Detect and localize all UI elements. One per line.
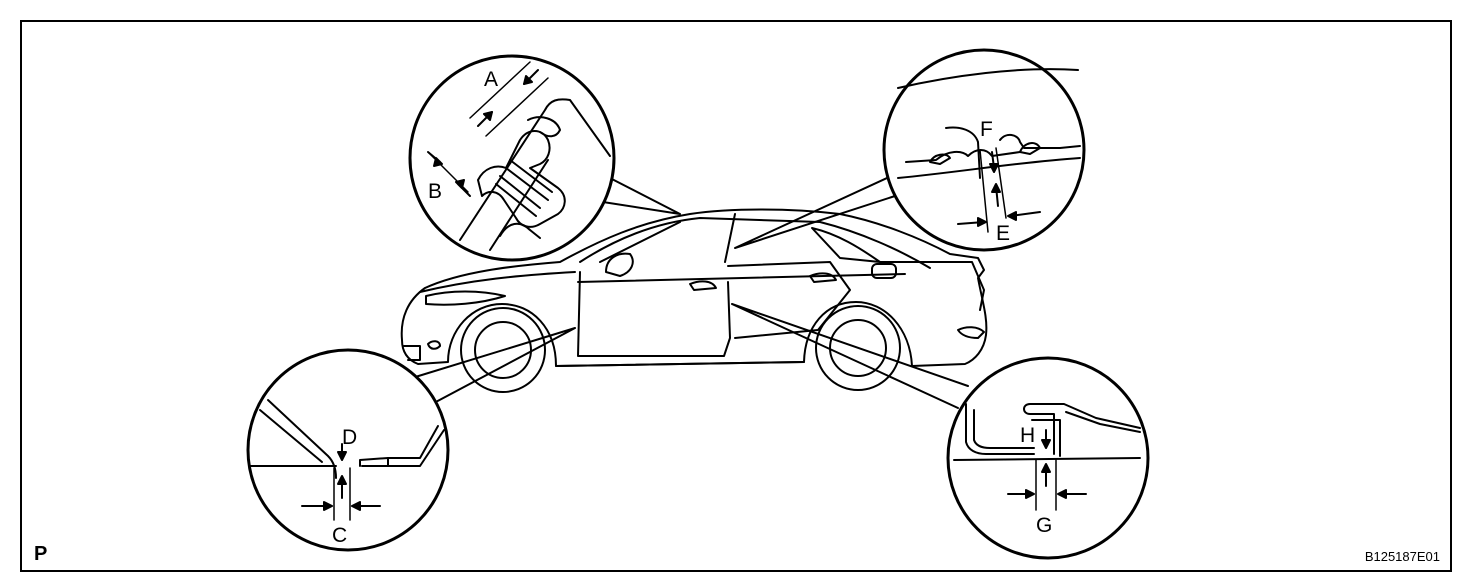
dim-a-arrowheads xyxy=(483,75,533,121)
detail-ab-seal-inner xyxy=(495,159,553,217)
front-wheel-tire xyxy=(460,307,546,393)
car-side-view xyxy=(400,208,988,393)
car-window-line xyxy=(579,217,931,269)
car-belt-line xyxy=(577,273,906,283)
leader-a-b xyxy=(589,175,681,215)
car-front-bumper xyxy=(403,345,421,361)
detail-cd-sill-right xyxy=(361,429,445,467)
dim-f-arrowheads xyxy=(989,163,1001,193)
detail-gh-floor xyxy=(953,457,1141,461)
detail-circle-cd xyxy=(246,348,450,552)
label-c: C xyxy=(332,524,347,547)
detail-gh-hem-2 xyxy=(1031,419,1061,457)
detail-ef-roof-line xyxy=(897,68,1079,89)
rear-wheel-tire xyxy=(815,305,901,391)
detail-gh-flange xyxy=(1065,411,1141,433)
front-wheel-rim xyxy=(474,321,532,379)
leader-e-f xyxy=(734,171,901,249)
dim-e-line-2 xyxy=(995,147,1007,219)
dim-b-arrowheads xyxy=(433,157,465,189)
dim-d-arrowheads xyxy=(337,451,347,485)
dim-a-line-2 xyxy=(485,77,549,137)
dim-c-arrowheads xyxy=(323,501,361,511)
leader-c-d xyxy=(411,327,576,405)
figure-id: B125187E01 xyxy=(1364,549,1440,564)
detail-ab-panel-edge xyxy=(459,98,611,241)
label-a: A xyxy=(484,68,498,91)
detail-cd-body xyxy=(387,425,439,459)
label-b: B xyxy=(428,180,442,203)
detail-ef-hem xyxy=(929,153,951,165)
dim-g-arrowheads xyxy=(1025,489,1067,499)
label-d: D xyxy=(342,426,357,449)
car-taillight xyxy=(957,326,985,339)
detail-ef-clip xyxy=(1019,142,1041,155)
dim-h-arrowheads xyxy=(1041,439,1051,473)
detail-circle-cd-outline xyxy=(246,348,450,552)
detail-gh-door-edge xyxy=(965,403,1035,455)
label-f: F xyxy=(980,118,993,141)
detail-ef-flange xyxy=(945,126,981,179)
detail-gh-door-edge-2 xyxy=(973,409,1035,449)
detail-ef-panel xyxy=(897,157,1081,179)
detail-circle-ab xyxy=(408,54,616,262)
car-trunk-line xyxy=(879,261,985,311)
dim-e-arrowheads xyxy=(977,211,1017,227)
leader-g-h xyxy=(731,303,969,409)
detail-circle-ef xyxy=(882,48,1086,252)
dim-a-line-1 xyxy=(469,61,531,119)
detail-circle-gh xyxy=(946,356,1150,560)
car-front-door-handle xyxy=(689,280,717,291)
detail-cd-door-edge xyxy=(267,399,337,479)
dim-e-line-1 xyxy=(979,149,989,233)
label-h: H xyxy=(1020,424,1035,447)
car-a-pillar xyxy=(599,221,681,263)
car-fog-lamp xyxy=(427,340,441,350)
callout-leaders xyxy=(411,171,969,409)
diagram-frame xyxy=(20,20,1452,572)
car-b-pillar xyxy=(724,213,736,263)
corner-mark: P xyxy=(34,543,48,565)
label-e: E xyxy=(996,222,1010,245)
car-side-mirror xyxy=(605,252,634,277)
detail-ab-lip xyxy=(527,116,561,138)
car-rear-window xyxy=(811,227,881,263)
car-body-outline xyxy=(400,208,988,367)
car-front-door xyxy=(577,271,731,357)
detail-gh-hem xyxy=(1023,403,1141,455)
detail-cd-door-edge-2 xyxy=(259,409,323,463)
car-rear-door-handle xyxy=(809,272,837,283)
car-hood-line xyxy=(419,271,576,293)
detail-ab-lower xyxy=(499,222,541,239)
label-g: G xyxy=(1036,514,1052,537)
car-rocker-line xyxy=(555,361,805,367)
car-fuel-lid xyxy=(871,263,897,279)
car-headlight xyxy=(425,290,506,306)
car-rear-door xyxy=(727,261,851,339)
detail-ab-seal xyxy=(477,130,566,228)
